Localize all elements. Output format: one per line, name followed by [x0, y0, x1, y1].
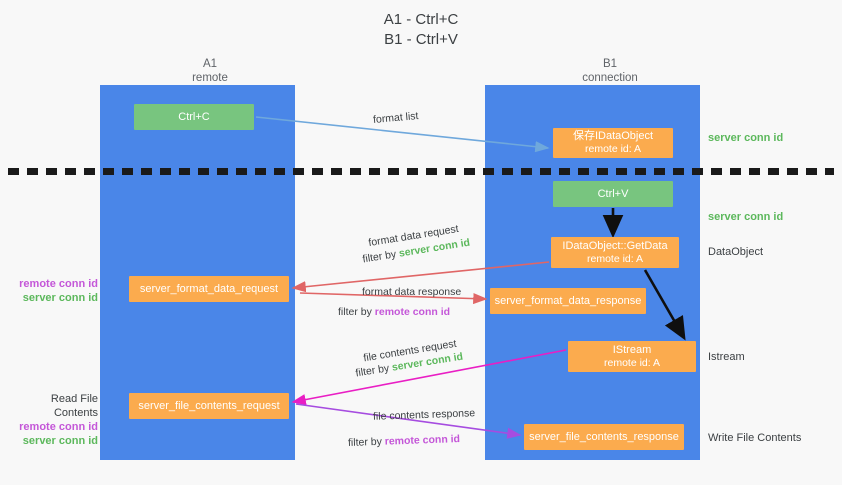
- phase-separator-dashed-line: [8, 168, 834, 175]
- node-idataobject-line1: 保存IDataObject: [572, 130, 654, 142]
- node-server-file-contents-request-label: server_file_contents_request: [138, 399, 280, 412]
- node-server-format-data-response-label: server_format_data_response: [494, 294, 642, 307]
- node-server-file-contents-request[interactable]: server_file_contents_request: [129, 393, 289, 419]
- node-idataobject-getdata[interactable]: IDataObject::GetData remote id: A: [551, 237, 679, 268]
- title-line-1: A1 - Ctrl+C: [383, 11, 459, 28]
- edge-label-format-data-response: format data response: [362, 285, 461, 299]
- node-istream-line1: IStream: [612, 343, 652, 356]
- column-b1-name: B1: [602, 58, 618, 70]
- left-label-group-format: remote conn id server conn id: [10, 277, 98, 305]
- node-getdata-line2: remote id: A: [586, 252, 644, 265]
- edge-label-file-contents-response: file contents response: [373, 406, 476, 424]
- edge-label-format-data-response-text: format data response: [362, 286, 462, 298]
- node-server-format-data-response[interactable]: server_format_data_response: [490, 288, 646, 314]
- left-label-server-conn-id-2: server conn id: [22, 435, 98, 447]
- right-label-dataobject: DataObject: [708, 246, 764, 258]
- node-server-format-data-request-label: server_format_data_request: [139, 282, 279, 295]
- node-server-format-data-request[interactable]: server_format_data_request: [129, 276, 289, 302]
- right-label-server-conn-id-top: server conn id: [708, 132, 784, 144]
- node-getdata-line1: IDataObject::GetData: [562, 239, 668, 252]
- edge-label-format-list-text: format list: [372, 110, 419, 126]
- node-idataobject-line2: remote id: A: [584, 143, 642, 155]
- column-header-b1: B1 connection: [530, 57, 690, 85]
- column-a1-name: A1: [202, 58, 218, 70]
- filter-key-remote-conn-id: remote conn id: [374, 306, 451, 318]
- edge-label-file-contents-response-filter: filter by remote conn id: [348, 432, 460, 450]
- node-server-file-contents-response[interactable]: server_file_contents_response: [524, 424, 684, 450]
- node-idataobject[interactable]: 保存IDataObject remote id: A: [553, 128, 673, 158]
- left-label-remote-conn-id-1: remote conn id: [19, 278, 98, 290]
- edge-label-file-contents-response-text: file contents response: [372, 407, 476, 423]
- filter-prefix: filter by: [347, 435, 385, 449]
- column-header-a1: A1 remote: [130, 57, 290, 85]
- filter-prefix: filter by: [361, 247, 400, 266]
- node-istream-line2: remote id: A: [603, 356, 661, 369]
- column-a1-sub: remote: [192, 72, 228, 84]
- filter-key-remote-conn-id: remote conn id: [384, 433, 461, 448]
- title-line-2: B1 - Ctrl+V: [384, 31, 458, 48]
- right-label-write-file-contents: Write File Contents: [708, 432, 802, 444]
- edge-label-format-list: format list: [372, 109, 419, 127]
- filter-prefix: filter by: [354, 361, 393, 380]
- filter-prefix: filter by: [338, 306, 375, 318]
- left-label-server-conn-id-1: server conn id: [22, 292, 98, 304]
- left-label-group-file: Read File Contents remote conn id server…: [10, 392, 98, 448]
- node-ctrl-c[interactable]: Ctrl+C: [134, 104, 254, 130]
- left-label-read-file-contents: Read File Contents: [50, 393, 98, 419]
- node-ctrl-v-label: Ctrl+V: [597, 187, 629, 200]
- page-title: A1 - Ctrl+C B1 - Ctrl+V: [0, 10, 842, 50]
- edge-label-format-data-response-filter: filter by remote conn id: [338, 305, 450, 319]
- column-b1-sub: connection: [582, 72, 638, 84]
- node-server-file-contents-response-label: server_file_contents_response: [529, 430, 679, 443]
- node-ctrl-c-label: Ctrl+C: [178, 110, 210, 123]
- node-istream[interactable]: IStream remote id: A: [568, 341, 696, 372]
- right-label-server-conn-id-mid: server conn id: [708, 211, 784, 223]
- right-label-istream: Istream: [708, 351, 745, 363]
- left-label-remote-conn-id-2: remote conn id: [19, 421, 98, 433]
- node-ctrl-v[interactable]: Ctrl+V: [553, 181, 673, 207]
